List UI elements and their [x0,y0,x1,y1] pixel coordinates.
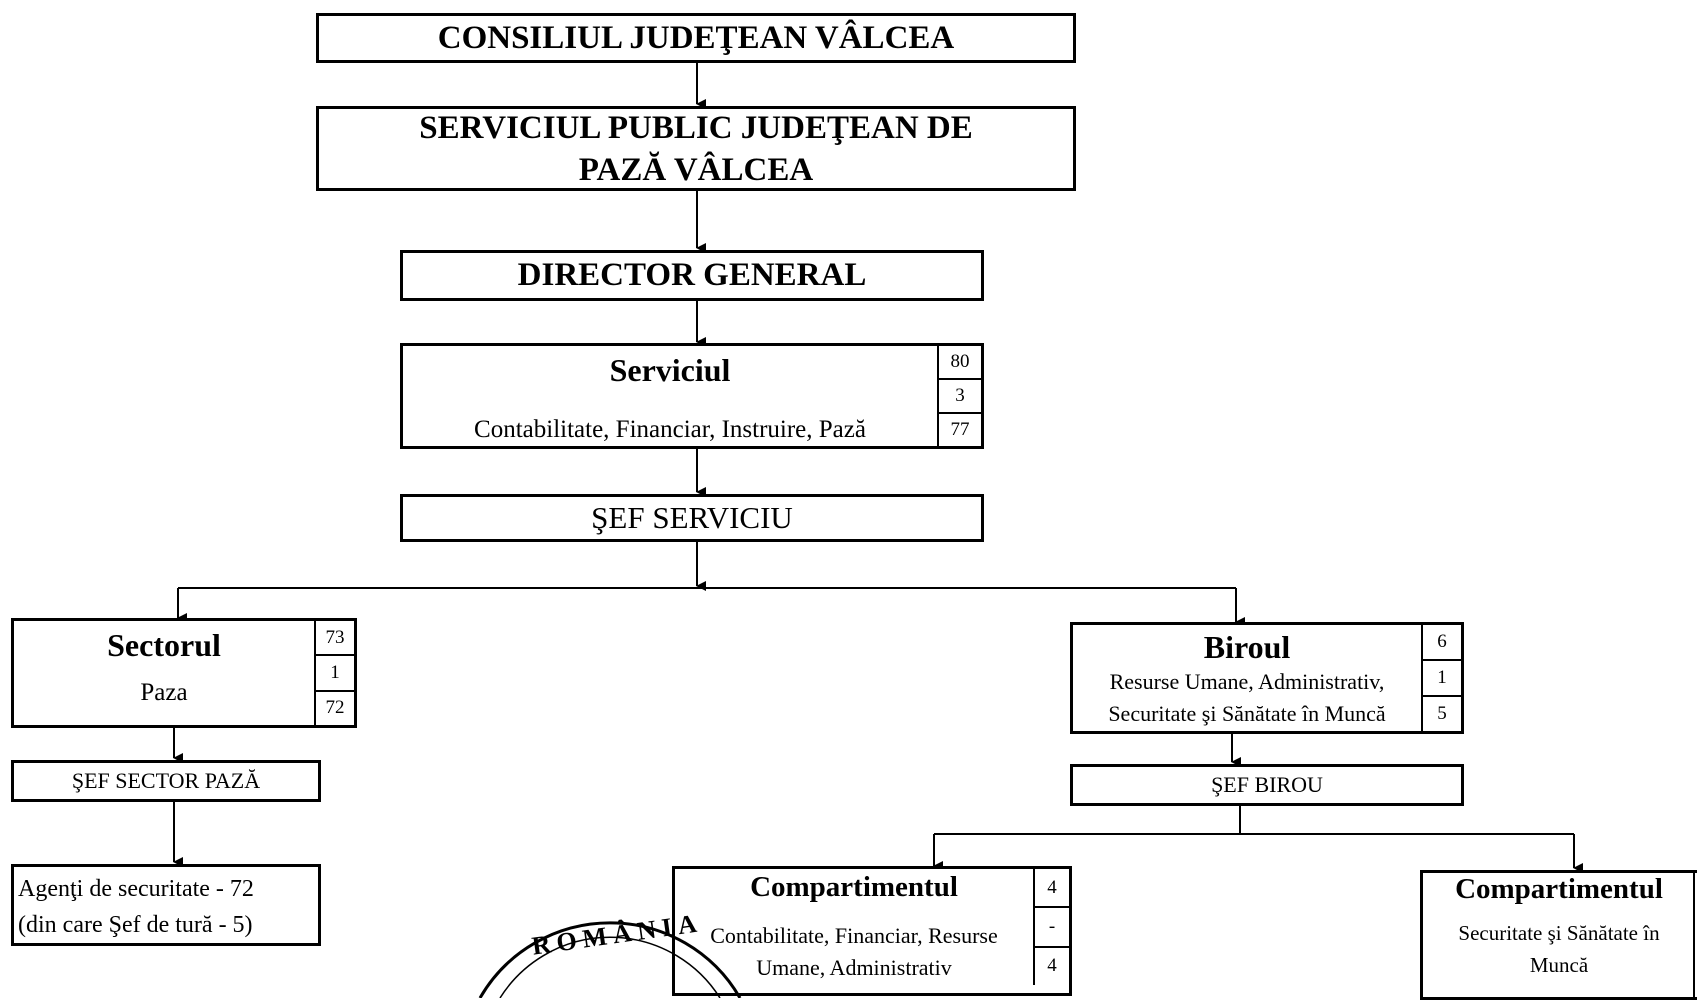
sector-chief-label: ŞEF SECTOR PAZĂ [71,768,261,793]
sector-chief-box: ŞEF SECTOR PAZĂ [11,760,321,802]
office-chief-box: ŞEF BIROU [1070,764,1464,806]
compartment-right-subtitle-line-2: Muncă [1529,953,1589,977]
compartment-right-counts-edge [1693,873,1695,997]
sector-subtitle: Paza [140,679,188,706]
compartment-left-staff-counts: 4 - 4 [1033,869,1069,985]
sector-box: Sectorul Paza 73 1 72 [11,618,357,728]
sector-count-execution: 72 [316,689,354,725]
compartment-right-subtitle-line-1: Securitate şi Sănătate în [1458,921,1660,945]
compartment-left-subtitle-line-1: Contabilitate, Financiar, Resurse [710,923,998,948]
sector-staff-counts: 73 1 72 [314,621,354,725]
compartment-left-subtitle-line-2: Umane, Administrativ [756,955,952,980]
office-chief-label: ŞEF BIROU [1211,772,1323,797]
public-service-box: SERVICIUL PUBLIC JUDEŢEAN DE PAZĂ VÂLCEA [316,106,1076,191]
office-count-total: 6 [1437,631,1447,652]
service-staff-counts: 80 3 77 [937,346,981,446]
compartment-left-count-execution: 4 [1035,945,1069,985]
compartment-right-box: Compartimentul Securitate şi Sănătate în… [1420,870,1697,1000]
official-stamp [478,921,742,998]
service-title: Serviciul [609,352,731,388]
service-box: Serviciul Contabilitate, Financiar, Inst… [400,343,984,449]
office-count-management: 1 [1423,659,1461,695]
office-box: Biroul Resurse Umane, Administrativ, Sec… [1070,622,1464,734]
compartment-left-count-management: - [1035,906,1069,945]
director-box: DIRECTOR GENERAL [400,250,984,301]
sector-title: Sectorul [107,627,221,663]
council-label: CONSILIUL JUDEŢEAN VÂLCEA [437,19,955,56]
service-chief-label: ŞEF SERVICIU [591,500,793,535]
director-label: DIRECTOR GENERAL [517,257,867,293]
compartment-left-title: Compartimentul [750,871,958,903]
public-service-label: SERVICIUL PUBLIC JUDEŢEAN DE PAZĂ VÂLCEA [419,109,973,188]
sector-count-total: 73 [325,626,345,648]
council-box: CONSILIUL JUDEŢEAN VÂLCEA [316,13,1076,63]
office-count-execution: 5 [1423,695,1461,731]
compartment-right-title: Compartimentul [1455,873,1663,905]
agents-line-2: (din care Şef de tură - 5) [18,912,253,938]
service-count-execution: 77 [939,412,981,446]
service-count-management: 3 [939,378,981,412]
office-subtitle-line-2: Securitate şi Sănătate în Muncă [1108,701,1386,726]
service-subtitle: Contabilitate, Financiar, Instruire, Paz… [474,416,866,443]
agents-box: Agenţi de securitate - 72 (din care Şef … [11,864,321,946]
sector-count-management: 1 [316,654,354,689]
compartment-left-count-total: 4 [1047,876,1057,898]
office-subtitle-line-1: Resurse Umane, Administrativ, [1109,669,1385,694]
office-title: Biroul [1203,629,1291,665]
agents-line-1: Agenţi de securitate - 72 [18,876,254,902]
compartment-left-box: Compartimentul Contabilitate, Financiar,… [672,866,1072,996]
service-chief-box: ŞEF SERVICIU [400,494,984,542]
service-count-total: 80 [950,351,970,372]
office-staff-counts: 6 1 5 [1421,625,1461,731]
